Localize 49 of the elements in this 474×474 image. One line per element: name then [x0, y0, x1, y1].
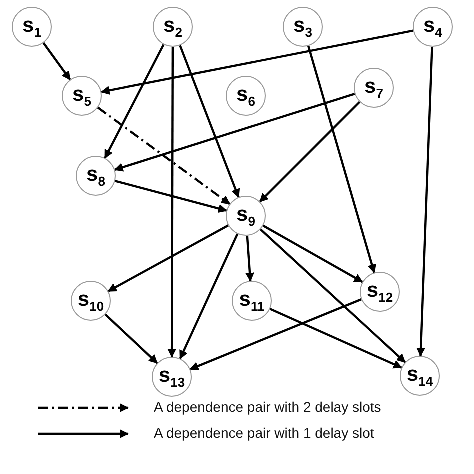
node-circle	[354, 68, 394, 108]
arrow	[260, 228, 406, 364]
node-circle	[360, 272, 400, 312]
node-label: s$_{4}$	[424, 15, 442, 39]
node-circle	[71, 281, 111, 321]
node-circle	[413, 7, 453, 47]
arrow	[179, 234, 239, 360]
node-label: s$_{6}$	[236, 84, 256, 108]
node-label: s$_{8}$	[86, 164, 106, 188]
arrow	[179, 45, 240, 198]
node-circle	[12, 7, 52, 47]
arrow	[246, 236, 254, 282]
node-label: s$_{14}$	[406, 364, 434, 388]
arrow	[104, 44, 165, 160]
node-circle	[283, 7, 323, 47]
node-label: s$_{9}$	[236, 204, 256, 228]
node-circle	[152, 357, 192, 397]
arrow	[190, 298, 362, 371]
arrow	[262, 224, 364, 284]
node-label: s$_{12}$	[366, 280, 394, 304]
arrow	[114, 92, 356, 172]
arrow	[259, 101, 361, 203]
node-label: s$_{13}$	[158, 365, 186, 389]
node-circle	[232, 281, 272, 321]
legend-text: A dependence pair with 1 delay slot	[154, 425, 374, 441]
arrow	[270, 308, 403, 369]
arrow	[98, 106, 231, 206]
node-label: s$_{7}$	[364, 76, 384, 100]
arrow	[104, 314, 158, 364]
node-label: s$_{10}$	[78, 289, 104, 313]
node-label: s$_{3}$	[294, 15, 312, 39]
node-circle	[62, 76, 102, 116]
node-circle	[400, 356, 440, 396]
arrow	[308, 46, 376, 274]
arrow	[108, 224, 229, 292]
node-circle	[76, 156, 116, 196]
arrow	[42, 42, 72, 81]
node-circle	[226, 196, 266, 236]
node-label: s$_{5}$	[72, 84, 92, 108]
arrow	[100, 30, 414, 95]
node-label: s$_{11}$	[239, 289, 265, 313]
legend-text: A dependence pair with 2 delay slots	[154, 399, 382, 415]
node-circle	[153, 7, 193, 47]
arrow	[168, 47, 177, 358]
node-label: s$_{2}$	[164, 15, 182, 39]
node-label: s$_{1}$	[22, 15, 42, 39]
arrow	[416, 46, 434, 357]
arrow	[115, 180, 228, 214]
node-circle	[226, 76, 266, 116]
